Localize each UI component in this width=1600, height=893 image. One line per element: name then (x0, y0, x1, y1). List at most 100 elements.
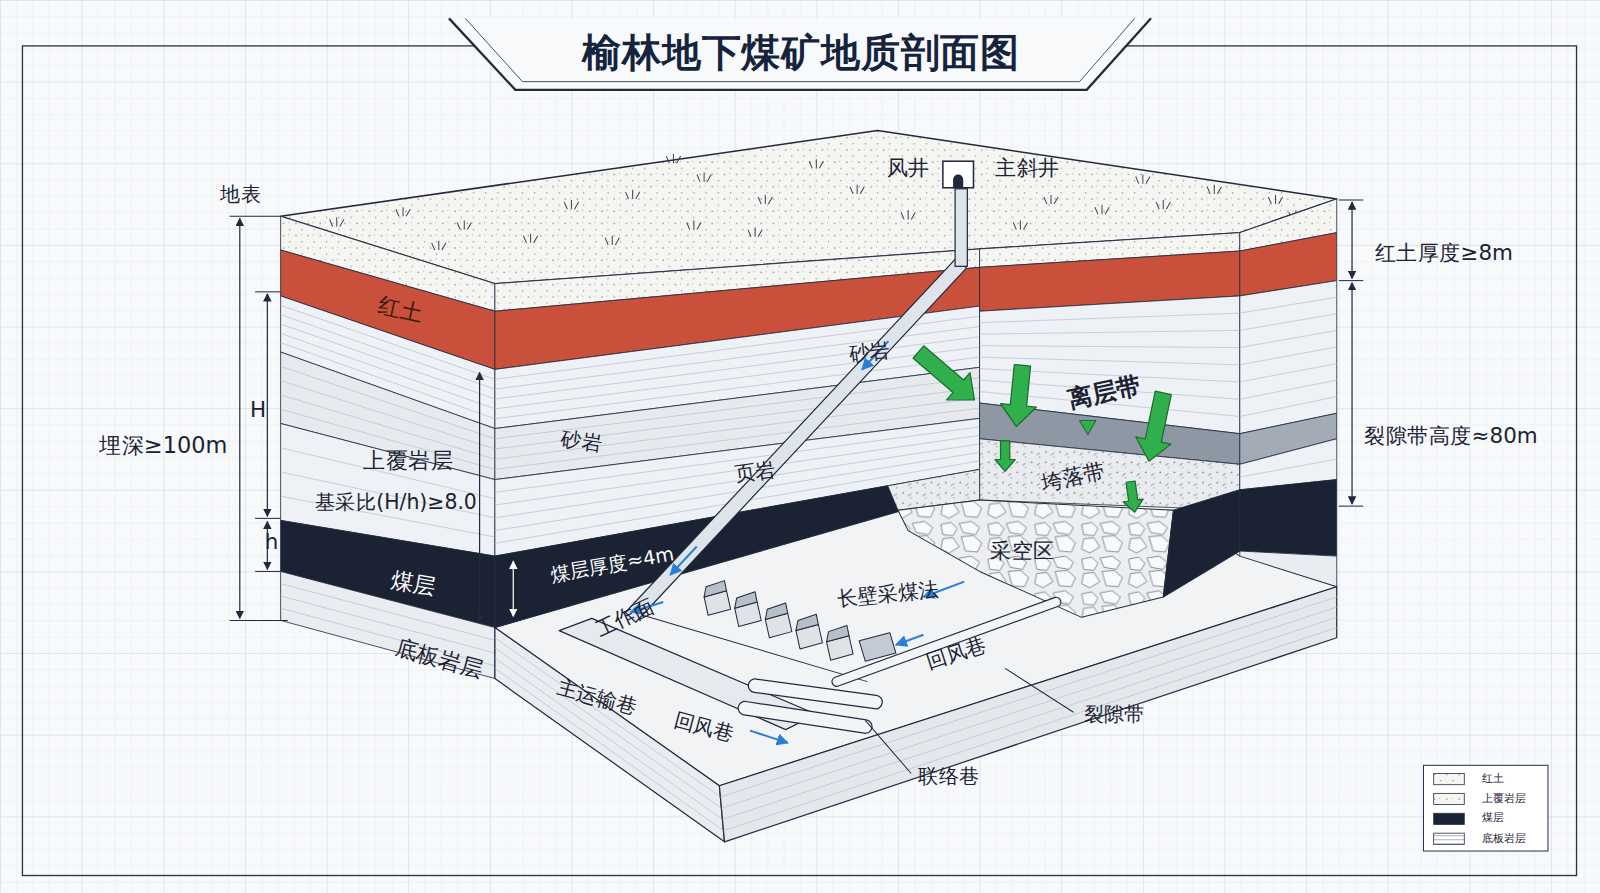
strata-line (1240, 347, 1337, 365)
annotation-label: 上覆岩层 (363, 449, 453, 474)
airflow-arrow (750, 731, 788, 743)
dimension-tick (255, 518, 281, 519)
dimension-line (239, 218, 240, 618)
support-canopy (827, 626, 849, 642)
grass-tuft (523, 234, 537, 243)
strata-line (1240, 364, 1337, 382)
title-banner-edge (465, 18, 1134, 81)
caving-zone (980, 439, 1240, 510)
strata-line (1240, 297, 1337, 313)
dimension-tick (255, 571, 281, 572)
shaft-door (953, 174, 963, 187)
pressure-arrow (1123, 481, 1143, 512)
frame (22, 46, 1576, 876)
strata-line (980, 357, 1240, 365)
diagram-title: 榆林地下煤矿地质剖面图 (582, 27, 1020, 79)
crosscut-tube (745, 708, 865, 726)
annotation-label: 主斜井 (995, 157, 1059, 181)
legend-swatch (1434, 813, 1465, 824)
vertical-shaft (955, 189, 967, 267)
grass-tuft (564, 200, 578, 209)
grass-tuft (901, 210, 915, 219)
dimension-line (267, 294, 268, 516)
annotation-label: 地表 (220, 183, 261, 205)
leader-line (1005, 668, 1073, 712)
strata-line (720, 597, 1336, 797)
annotation-label: 裂隙带高度≈80m (1364, 425, 1537, 449)
strata-line (281, 584, 495, 641)
crosscut-tube (755, 686, 875, 702)
dimension-tick (1339, 506, 1363, 507)
annotation-label: h (265, 531, 279, 555)
separation-zone (980, 296, 1240, 434)
grass-tuft (605, 236, 619, 245)
dimension-line (1351, 283, 1352, 504)
strata-line (980, 313, 1240, 323)
grass-tuft (1136, 174, 1150, 183)
dimension-line (1351, 202, 1352, 279)
shaft-headframe (943, 161, 974, 188)
title-banner-edge (449, 18, 1151, 89)
annotation-label: 风井 (887, 157, 930, 181)
legend-text: 煤层 (1482, 812, 1504, 824)
grass-tuft (1268, 195, 1282, 204)
pressure-arrow (995, 441, 1015, 472)
strata-line (1240, 330, 1337, 347)
support-canopy (765, 603, 787, 619)
legend-box (1423, 765, 1547, 851)
grass-tuft (626, 190, 640, 199)
grass-tuft (850, 185, 864, 194)
legend-swatch (1434, 833, 1465, 844)
crosscut-tube (755, 686, 875, 702)
grass-tuft (1013, 220, 1027, 229)
legend-text: 底板岩层 (1482, 832, 1527, 844)
grass-tuft (748, 228, 762, 237)
inclined-shaft (625, 258, 966, 622)
annotation-label: H (250, 398, 266, 422)
support-canopy (735, 592, 757, 608)
airflow-arrow (896, 635, 924, 645)
grass-tuft (1207, 185, 1221, 194)
return-roadway (837, 602, 1056, 682)
pressure-arrow (1080, 420, 1096, 434)
return-roadway (837, 602, 1056, 682)
strata-line (281, 366, 495, 438)
pressure-arrow (1001, 364, 1037, 426)
grass-tuft (1156, 200, 1170, 209)
strata-line (281, 472, 495, 518)
dimension-tick (230, 620, 288, 621)
dimension-line (513, 561, 514, 616)
grass-tuft (1044, 195, 1058, 204)
grass-tuft (1095, 205, 1109, 214)
strata-line (980, 346, 1240, 348)
strata-line (281, 596, 495, 653)
annotation-label: 埋深≥100m (99, 434, 227, 459)
pressure-arrow (913, 346, 974, 400)
annotation-label: 联络巷 (918, 764, 979, 786)
legend-swatch (1434, 793, 1465, 804)
grass-tuft (687, 220, 701, 229)
strata-line (1240, 380, 1337, 399)
annotation-label: 基采比(H/h)≥8.0 (315, 491, 477, 513)
strata-line (1240, 459, 1337, 477)
grass-tuft (758, 195, 772, 204)
support-canopy (796, 614, 818, 630)
title-banner (449, 18, 1151, 89)
dimension-tick (230, 216, 281, 217)
strata-line (1240, 397, 1337, 417)
dimension-tick (1339, 280, 1363, 281)
strata-line (980, 330, 1240, 334)
crosscut-tube (745, 708, 865, 726)
legend-text: 上覆岩层 (1482, 792, 1527, 804)
annotation-label: 页岩 (733, 457, 777, 485)
dimension-tick (255, 291, 281, 292)
grass-tuft (697, 172, 711, 181)
dimension-tick (1339, 199, 1363, 200)
strata-line (495, 668, 724, 830)
grass-tuft (330, 217, 344, 226)
support-canopy (704, 581, 726, 597)
